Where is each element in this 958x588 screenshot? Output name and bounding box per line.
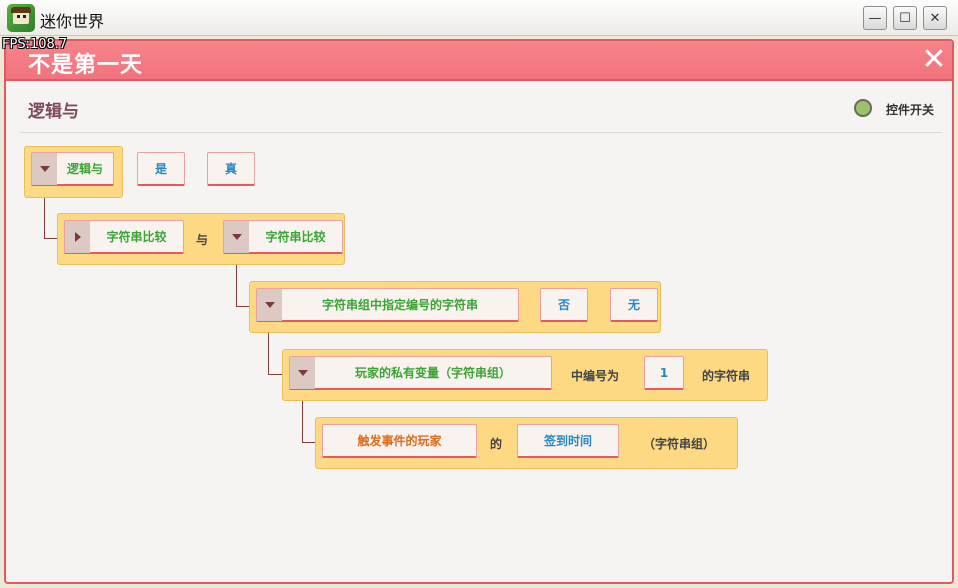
- divider: [20, 132, 942, 133]
- string-compare-left-dropdown[interactable]: 字符串比较: [64, 220, 184, 254]
- string-text: 的字符串: [702, 369, 751, 383]
- control-toggle-radio[interactable]: [854, 99, 872, 117]
- chevron-down-icon[interactable]: [290, 357, 315, 389]
- window-titlebar: [0, 0, 958, 36]
- dialog-title: 不是第一天: [28, 53, 144, 78]
- string-compare-right-label: 字符串比较: [265, 230, 326, 244]
- chevron-down-icon[interactable]: [32, 153, 57, 185]
- minimize-button[interactable]: —: [863, 6, 887, 30]
- option-no-chip[interactable]: 否: [540, 288, 588, 322]
- option-yes-chip[interactable]: 是: [137, 152, 185, 186]
- window-close-button[interactable]: ✕: [923, 6, 947, 30]
- checkin-time-chip[interactable]: 签到时间: [517, 424, 619, 458]
- string-group-index-dropdown[interactable]: 字符串组中指定编号的字符串: [256, 288, 519, 322]
- chevron-right-icon[interactable]: [65, 221, 90, 253]
- string-group-index-label: 字符串组中指定编号的字符串: [321, 298, 478, 312]
- block-editor-dialog: 不是第一天 ✕ 逻辑与 控件开关 逻辑与 是 真 字符串比较 与 字符串比较 字…: [4, 39, 954, 584]
- close-icon[interactable]: ✕: [921, 42, 947, 77]
- tree-connector: [302, 389, 319, 443]
- tree-connector: [268, 321, 285, 375]
- index-is-text: 中编号为: [571, 369, 620, 383]
- option-none-chip[interactable]: 无: [610, 288, 658, 322]
- and-text: 与: [196, 233, 209, 247]
- maximize-button[interactable]: ☐: [893, 6, 917, 30]
- chevron-down-icon[interactable]: [257, 289, 282, 321]
- option-true-chip[interactable]: 真: [207, 152, 255, 186]
- index-number-input[interactable]: 1: [644, 356, 684, 390]
- tree-connector: [44, 184, 60, 239]
- dialog-header: 不是第一天 ✕: [6, 41, 952, 81]
- window-title: 迷你世界: [40, 12, 105, 31]
- logic-and-label: 逻辑与: [66, 162, 103, 176]
- player-private-var-dropdown[interactable]: 玩家的私有变量（字符串组）: [289, 356, 552, 390]
- control-toggle-label: 控件开关: [886, 103, 935, 117]
- tree-connector: [236, 253, 251, 307]
- player-private-var-label: 玩家的私有变量（字符串组）: [354, 366, 511, 380]
- trigger-player-chip[interactable]: 触发事件的玩家: [322, 424, 477, 458]
- section-title: 逻辑与: [28, 102, 79, 122]
- string-group-type-text: （字符串组）: [643, 437, 716, 451]
- app-icon: [7, 4, 35, 32]
- string-compare-left-label: 字符串比较: [106, 230, 167, 244]
- of-text: 的: [490, 437, 503, 451]
- logic-and-dropdown[interactable]: 逻辑与: [31, 152, 114, 186]
- chevron-down-icon[interactable]: [224, 221, 249, 253]
- string-compare-right-dropdown[interactable]: 字符串比较: [223, 220, 343, 254]
- fps-counter: FPS:108.7: [2, 37, 68, 52]
